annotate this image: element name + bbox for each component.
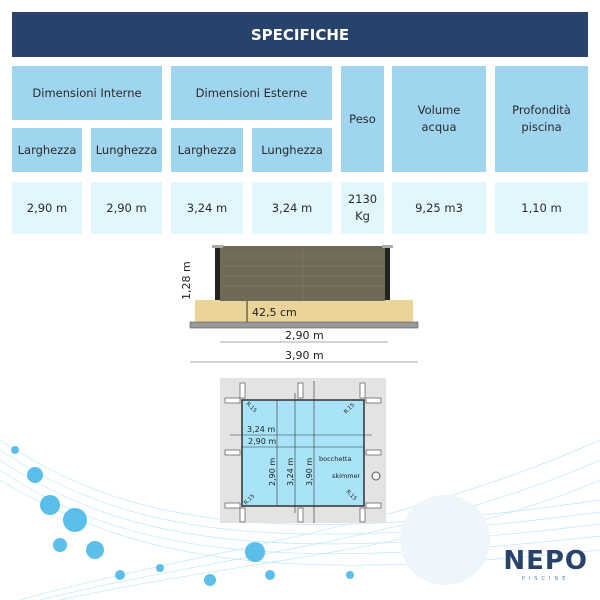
header-internal-dimensions: Dimensioni Interne: [12, 66, 162, 120]
plan-drawing: 3,24 m 2,90 m 2,90 m 3,24 m 3,90 m bocch…: [220, 378, 386, 523]
value-external-length: 3,24 m: [252, 182, 332, 234]
header-external-width: Larghezza: [171, 128, 243, 172]
plan-total-height-label: 3,90 m: [305, 458, 314, 486]
header-internal-width: Larghezza: [12, 128, 82, 172]
logo-sub: PISCINE: [521, 576, 570, 582]
header-weight: Peso: [341, 66, 384, 172]
value-volume: 9,25 m3: [392, 182, 486, 234]
header-external-length: Lunghezza: [252, 128, 332, 172]
value-external-width: 3,24 m: [171, 182, 243, 234]
page-title: SPECIFICHE: [12, 12, 588, 57]
side-elevation-drawing: 42,5 cm 1,28 m 2,90 m 3,90 m: [180, 245, 419, 363]
value-internal-length: 2,90 m: [91, 182, 162, 234]
nozzle-label: bocchetta: [319, 455, 351, 463]
header-volume: Volume acqua: [392, 66, 486, 172]
value-depth: 1,10 m: [495, 182, 588, 234]
value-internal-width: 2,90 m: [12, 182, 82, 234]
plan-ext-width-label: 3,24 m: [247, 425, 275, 434]
header-depth: Profondità piscina: [495, 66, 588, 172]
logo-name: NEPO: [503, 546, 588, 576]
plan-ext-height-label: 3,24 m: [286, 458, 295, 486]
decorative-waves: [0, 439, 600, 600]
outer-width-label: 3,90 m: [285, 349, 324, 362]
value-weight: 2130 Kg: [341, 182, 384, 234]
plan-int-width-label: 2,90 m: [248, 437, 276, 446]
buried-depth-label: 42,5 cm: [252, 306, 297, 319]
skimmer-label: skimmer: [332, 472, 361, 480]
height-label: 1,28 m: [180, 261, 193, 300]
brand-logo: NEPO PISCINE: [503, 548, 588, 582]
header-external-dimensions: Dimensioni Esterne: [171, 66, 332, 120]
inner-width-label: 2,90 m: [285, 329, 324, 342]
plan-int-height-label: 2,90 m: [268, 458, 277, 486]
header-internal-length: Lunghezza: [91, 128, 162, 172]
